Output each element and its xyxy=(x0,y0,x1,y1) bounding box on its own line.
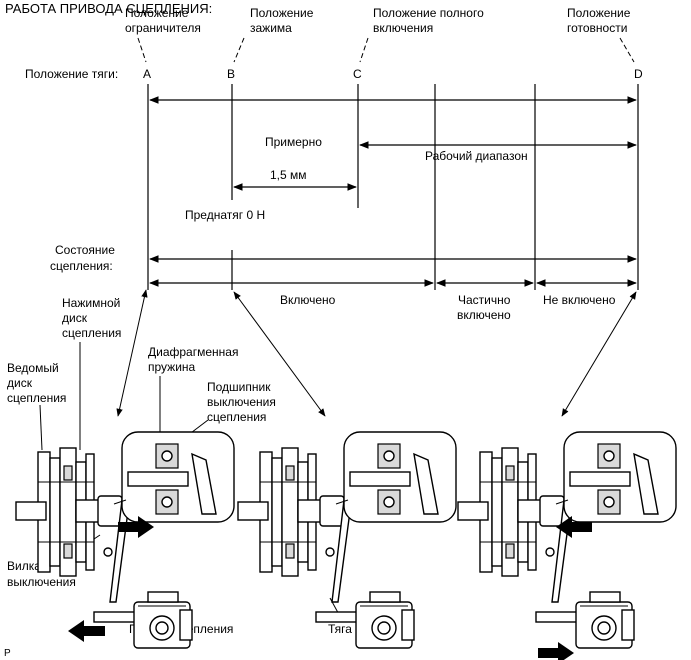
partial-label-1: Частично xyxy=(458,293,511,307)
release-fork-label-1: Вилка xyxy=(7,559,41,573)
fork-return-arrow xyxy=(556,516,592,538)
clamp-pointer xyxy=(233,37,245,63)
state-label-2: сцепления: xyxy=(50,259,113,273)
position-letter-c: C xyxy=(353,67,362,81)
pressure-plate-label-1: Нажимной xyxy=(62,296,120,310)
clamp-position-label-1: Положение xyxy=(250,6,314,20)
clutch-figure-clamp xyxy=(237,431,457,649)
full-engagement-label-1: Положение полного xyxy=(373,6,484,20)
release-bearing-label-3: сцепления xyxy=(207,410,266,424)
diaphragm-spring-label-1: Диафрагменная xyxy=(148,345,238,359)
limiter-position-label-1: Положение xyxy=(125,6,189,20)
pressure-plate-label-3: сцепления xyxy=(62,326,121,340)
diagram-title: РАБОТА ПРИВОДА СЦЕПЛЕНИЯ: xyxy=(5,1,212,16)
clutch-figure-engaged xyxy=(15,431,235,649)
arrow-to-disengaged-figure xyxy=(561,291,637,417)
ready-position-label-1: Положение xyxy=(567,6,631,20)
position-letter-b: B xyxy=(227,67,235,81)
rod-position-label: Положение тяги: xyxy=(25,67,118,81)
working-range-label: Рабочий диапазон xyxy=(425,149,528,163)
travel-label: 1,5 мм xyxy=(270,168,307,182)
disengaged-label: Не включено xyxy=(543,293,616,307)
actuator-push-arrow xyxy=(538,642,574,660)
preload-label: Преднатяг 0 Н xyxy=(185,208,265,222)
partial-label-2: включено xyxy=(457,308,511,322)
driven-disc-label-1: Ведомый xyxy=(7,361,59,375)
state-label-1: Состояние xyxy=(55,243,115,257)
clutch-figure-disengaged xyxy=(457,431,677,649)
release-bearing-label-2: выключения xyxy=(207,395,276,409)
driven-disc-label-3: сцепления xyxy=(7,391,66,405)
diaphragm-spring-label-2: пружина xyxy=(148,360,196,374)
full-engagement-pointer xyxy=(359,37,369,63)
rod-label: Тяга xyxy=(328,622,352,636)
driven-disc-leader xyxy=(39,404,43,451)
position-letter-d: D xyxy=(634,67,643,81)
engaged-label: Включено xyxy=(280,293,336,307)
limiter-position-label-2: ограничителя xyxy=(125,21,201,35)
arrow-to-engaged-figure xyxy=(116,289,148,417)
arrow-to-clamp-figure xyxy=(233,291,326,417)
footer-mark: P xyxy=(4,648,11,659)
ready-pointer xyxy=(619,37,635,63)
release-bearing-label-1: Подшипник xyxy=(207,380,271,394)
limiter-pointer xyxy=(137,37,147,63)
approx-label: Примерно xyxy=(265,135,322,149)
clamp-position-label-2: зажима xyxy=(250,21,292,35)
actuator-pull-arrow xyxy=(68,620,105,642)
position-letter-a: A xyxy=(143,67,151,81)
fork-push-arrow xyxy=(118,516,154,538)
release-fork-label-2: выключения xyxy=(7,575,76,589)
ready-position-label-2: готовности xyxy=(567,21,627,35)
driven-disc-label-2: диск xyxy=(7,376,33,390)
pressure-plate-label-2: диск xyxy=(62,311,88,325)
full-engagement-label-2: включения xyxy=(373,21,433,35)
